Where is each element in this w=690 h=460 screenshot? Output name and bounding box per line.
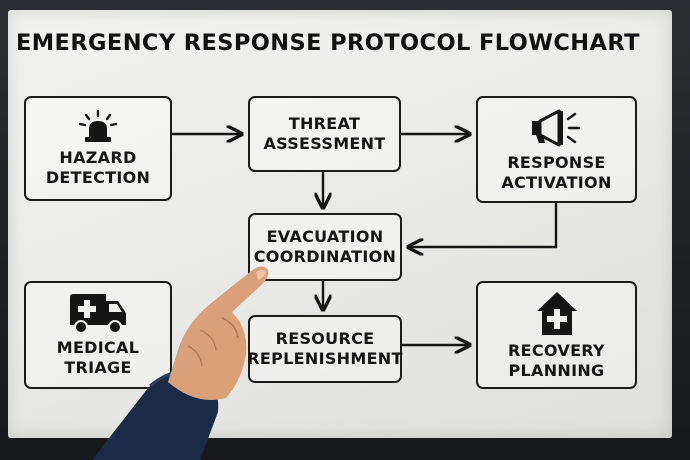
node-response-line1: RESPONSE bbox=[507, 152, 606, 172]
megaphone-icon bbox=[531, 109, 580, 146]
ambulance-icon bbox=[70, 294, 126, 334]
node-response-activation: RESPONSE ACTIVATION bbox=[476, 96, 637, 203]
node-medical-line1: MEDICAL bbox=[56, 338, 140, 357]
node-resource-line1: RESOURCE bbox=[275, 329, 375, 348]
node-evacuation-line2: COORDINATION bbox=[253, 247, 397, 266]
node-evacuation-coordination: EVACUATION COORDINATION bbox=[248, 213, 402, 281]
siren-icon bbox=[78, 109, 118, 142]
node-response-line2: ACTIVATION bbox=[501, 172, 612, 192]
diagram-title: EMERGENCY RESPONSE PROTOCOL FLOWCHART bbox=[16, 30, 640, 56]
node-recovery-line1: RECOVERY bbox=[508, 341, 605, 360]
node-medical-triage: MEDICAL TRIAGE bbox=[24, 281, 172, 389]
node-threat-assessment: THREAT ASSESSMENT bbox=[248, 96, 401, 172]
node-hazard-line2: DETECTION bbox=[45, 167, 151, 187]
house-medical-icon bbox=[536, 292, 577, 335]
node-resource-line2: REPLENISHMENT bbox=[247, 349, 403, 368]
node-evacuation-line1: EVACUATION bbox=[266, 227, 384, 246]
node-resource-replenishment: RESOURCE REPLENISHMENT bbox=[247, 315, 403, 383]
node-threat-line1: THREAT bbox=[288, 114, 361, 133]
node-hazard-line1: HAZARD bbox=[59, 147, 137, 167]
node-recovery-planning: RECOVERY PLANNING bbox=[476, 281, 637, 389]
node-recovery-line2: PLANNING bbox=[508, 361, 605, 380]
whiteboard-screen bbox=[8, 10, 672, 438]
node-medical-line2: TRIAGE bbox=[64, 358, 132, 377]
node-threat-line2: ASSESSMENT bbox=[263, 134, 386, 153]
node-hazard-detection: HAZARD DETECTION bbox=[24, 96, 172, 201]
